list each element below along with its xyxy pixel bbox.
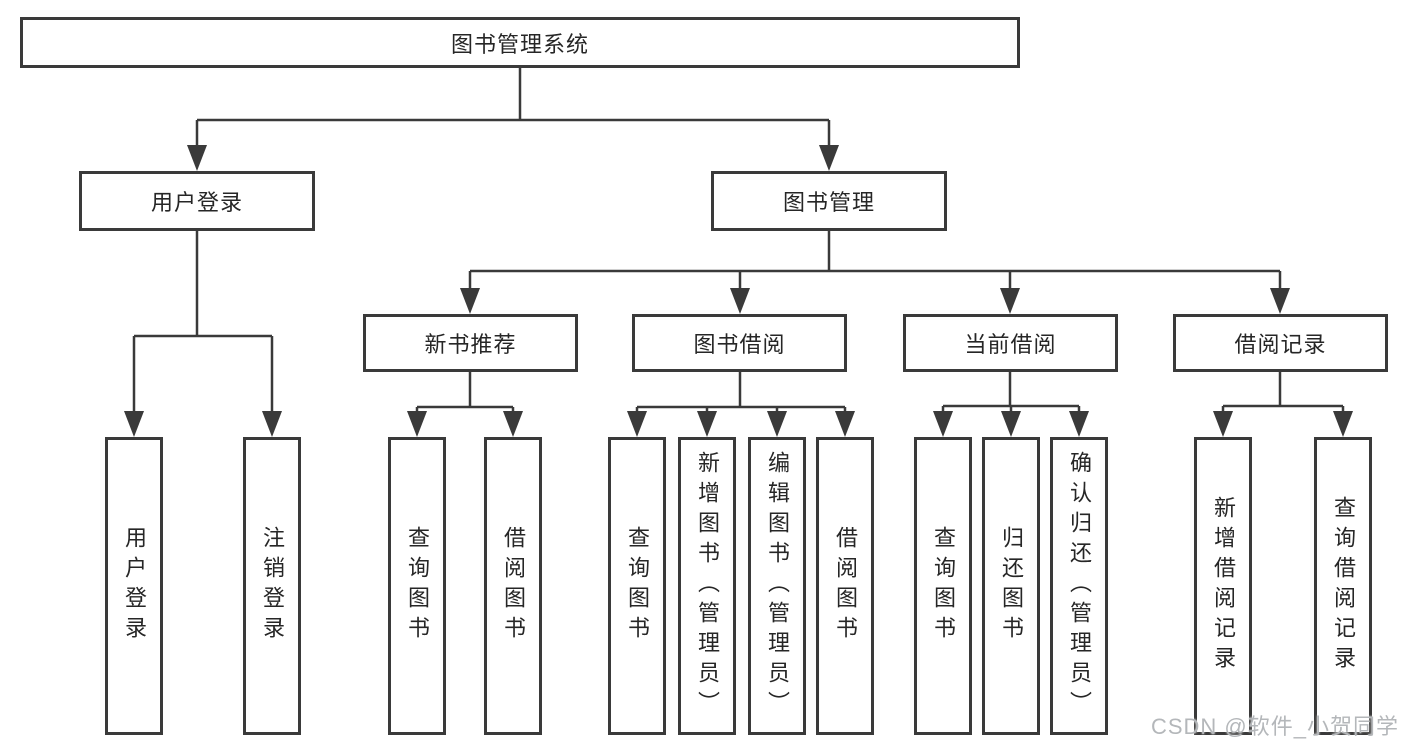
node-new-book-recommend-label: 新书推荐 xyxy=(424,332,517,357)
leaf-current-return-books: 归还图书 xyxy=(982,437,1040,735)
leaf-logout-label: 注销登录 xyxy=(260,526,285,646)
leaf-borrowing-borrow-books: 借阅图书 xyxy=(816,437,874,735)
leaf-borrowing-borrow-books-label: 借阅图书 xyxy=(833,526,858,646)
node-user-login-module: 用户登录 xyxy=(79,171,315,231)
leaf-newbooks-query-books-label: 查询图书 xyxy=(405,526,430,646)
node-current-borrowing: 当前借阅 xyxy=(903,314,1118,372)
leaf-newbooks-query-books: 查询图书 xyxy=(388,437,446,735)
leaf-records-add-record: 新增借阅记录 xyxy=(1194,437,1252,735)
csdn-watermark: CSDN @软件_小贺同学 xyxy=(1150,714,1399,739)
leaf-current-query-books-label: 查询图书 xyxy=(931,526,956,646)
node-current-borrowing-label: 当前借阅 xyxy=(964,332,1057,357)
leaf-user-login-label: 用户登录 xyxy=(122,526,147,646)
node-book-management-module: 图书管理 xyxy=(711,171,947,231)
node-borrowing-records: 借阅记录 xyxy=(1173,314,1388,372)
leaf-borrowing-query-books-label: 查询图书 xyxy=(625,526,650,646)
leaf-records-add-record-label: 新增借阅记录 xyxy=(1211,496,1236,676)
node-book-management-label: 图书管理 xyxy=(782,190,875,215)
leaf-borrowing-edit-books-admin-label: 编辑图书（管理员） xyxy=(765,451,790,721)
leaf-borrowing-query-books: 查询图书 xyxy=(608,437,666,735)
node-book-borrowing: 图书借阅 xyxy=(632,314,847,372)
leaf-newbooks-borrow-books: 借阅图书 xyxy=(484,437,542,735)
node-borrowing-records-label: 借阅记录 xyxy=(1234,332,1327,357)
leaf-logout: 注销登录 xyxy=(243,437,301,735)
leaf-current-return-books-label: 归还图书 xyxy=(999,526,1024,646)
node-book-borrowing-label: 图书借阅 xyxy=(693,332,786,357)
leaf-current-confirm-return-admin-label: 确认归还（管理员） xyxy=(1067,451,1092,721)
node-root-system: 图书管理系统 xyxy=(20,17,1020,68)
node-root-label: 图书管理系统 xyxy=(450,31,589,57)
leaf-borrowing-add-books-admin-label: 新增图书（管理员） xyxy=(695,451,720,721)
leaf-borrowing-edit-books-admin: 编辑图书（管理员） xyxy=(748,437,806,735)
leaf-newbooks-borrow-books-label: 借阅图书 xyxy=(501,526,526,646)
leaf-borrowing-add-books-admin: 新增图书（管理员） xyxy=(678,437,736,735)
leaf-current-confirm-return-admin: 确认归还（管理员） xyxy=(1050,437,1108,735)
leaf-records-query-record: 查询借阅记录 xyxy=(1314,437,1372,735)
leaf-user-login: 用户登录 xyxy=(105,437,163,735)
leaf-records-query-record-label: 查询借阅记录 xyxy=(1331,496,1356,676)
node-new-book-recommend: 新书推荐 xyxy=(363,314,578,372)
node-user-login-label: 用户登录 xyxy=(150,190,243,215)
leaf-current-query-books: 查询图书 xyxy=(914,437,972,735)
